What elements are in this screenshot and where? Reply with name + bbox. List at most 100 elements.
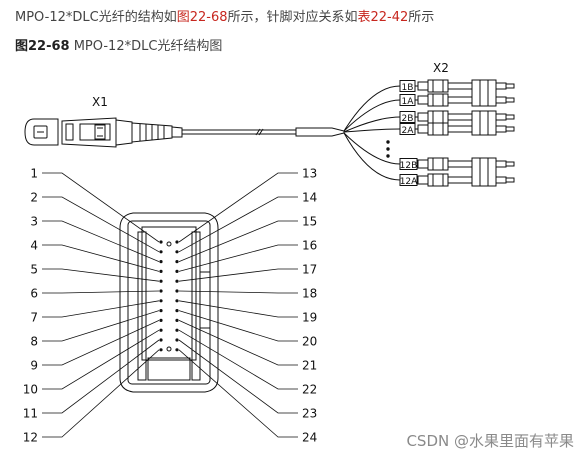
- pin-right-14: 14: [178, 191, 317, 253]
- fiber-tag-2a: 2A: [399, 123, 418, 136]
- pin-label: 14: [302, 191, 317, 205]
- table-link[interactable]: 表22-42: [357, 10, 409, 25]
- pin-dot-left: [159, 328, 163, 332]
- pin-dot-right: [175, 240, 179, 244]
- pin-right-22: 22: [178, 329, 317, 397]
- connector-face: [119, 212, 219, 393]
- pin-left-1: 1: [30, 167, 160, 243]
- pin-dot-left: [159, 309, 163, 313]
- pin-left-8: 8: [30, 310, 160, 349]
- label-x1: X1: [92, 95, 108, 109]
- pin-dot-right: [175, 318, 179, 322]
- fiber-tag-1a: 1A: [399, 94, 418, 107]
- pin-dot-right: [175, 269, 179, 273]
- pin-dot-right: [175, 299, 179, 303]
- pin-label: 6: [30, 287, 38, 301]
- fiber-tag-12b: 12B: [399, 158, 418, 171]
- intro-text-before: MPO-12*DLC光纤的结构如: [15, 10, 177, 25]
- fiber-tag-1b: 1B: [399, 80, 418, 93]
- pin-label: 10: [23, 383, 38, 397]
- intro-text-after: 所示: [408, 10, 435, 25]
- pin-dot-right: [175, 338, 179, 342]
- figure-caption: 图22-68 MPO-12*DLC光纤结构图: [15, 35, 222, 54]
- pin-label: 3: [30, 215, 38, 229]
- fiber-tag-text: 2B: [402, 114, 414, 124]
- pin-dot-left: [159, 348, 163, 352]
- fiber-tag-boxes: 1B 1A 2B 2A 12B 12A: [399, 80, 418, 187]
- intro-text-middle: 所示，针脚对应关系如: [227, 10, 358, 25]
- pin-left-6: 6: [30, 287, 160, 301]
- pin-right-15: 15: [178, 215, 317, 262]
- pin-left-12: 12: [23, 349, 160, 445]
- pin-label: 20: [302, 335, 317, 349]
- figure-link[interactable]: 图22-68: [176, 10, 228, 25]
- pin-label: 22: [302, 383, 317, 397]
- fiber-tag-12a: 12A: [399, 174, 418, 187]
- pin-right-18: 18: [178, 287, 317, 301]
- pin-dot-right: [175, 289, 179, 293]
- intro-paragraph: MPO-12*DLC光纤的结构如图22-68所示，针脚对应关系如表22-42所示: [15, 6, 434, 25]
- pin-dot-right: [175, 328, 179, 332]
- pin-dots: [159, 240, 179, 352]
- pin-label: 8: [30, 335, 38, 349]
- pin-left-5: 5: [30, 263, 160, 282]
- pin-label: 19: [302, 311, 317, 325]
- lc-duplex-pair-1: [417, 79, 515, 107]
- pin-label: 7: [30, 311, 38, 325]
- pin-label: 12: [23, 431, 38, 445]
- pin-left-11: 11: [23, 339, 160, 421]
- pin-label: 11: [23, 407, 38, 421]
- pin-dot-right: [175, 348, 179, 352]
- pin-left-9: 9: [30, 320, 160, 373]
- pin-right-19: 19: [178, 300, 317, 325]
- pin-dot-left: [159, 318, 163, 322]
- pin-left-7: 7: [30, 300, 160, 325]
- fiber-tag-text: 12B: [400, 161, 418, 171]
- pin-label: 24: [302, 431, 317, 445]
- pin-left-3: 3: [30, 215, 160, 262]
- pin-label: 9: [30, 359, 38, 373]
- pin-right-23: 23: [178, 339, 317, 421]
- pin-left-10: 10: [23, 329, 160, 397]
- fiber-tag-text: 2A: [402, 126, 415, 136]
- pin-label: 17: [302, 263, 317, 277]
- pin-dot-right: [175, 309, 179, 313]
- fiber-tag-text: 1A: [402, 97, 415, 107]
- pin-right-16: 16: [178, 239, 317, 272]
- mpo-connector: [24, 117, 183, 148]
- pin-dot-right: [175, 260, 179, 264]
- pin-right-17: 17: [178, 263, 317, 282]
- pin-dot-left: [159, 269, 163, 273]
- pin-label: 4: [30, 239, 38, 253]
- pin-label: 18: [302, 287, 317, 301]
- pin-label: 5: [30, 263, 38, 277]
- pin-label: 15: [302, 215, 317, 229]
- pin-dot-left: [159, 279, 163, 283]
- pin-dot-right: [175, 250, 179, 254]
- figure-number: 图22-68: [15, 39, 70, 54]
- figure-title: MPO-12*DLC光纤结构图: [73, 39, 223, 54]
- pin-dot-left: [159, 240, 163, 244]
- pin-dot-right: [175, 279, 179, 283]
- pin-right-21: 21: [178, 320, 317, 373]
- pin-label: 13: [302, 167, 317, 181]
- pin-label: 16: [302, 239, 317, 253]
- pin-left-4: 4: [30, 239, 160, 272]
- pin-left-2: 2: [30, 191, 160, 253]
- pin-dot-left: [159, 289, 163, 293]
- label-x2: X2: [433, 61, 449, 75]
- pin-label: 2: [30, 191, 38, 205]
- right-pin-leaders: 13 14 15 16 17 18 19 20 21 22 23 24: [178, 167, 317, 445]
- fiber-tag-text: 1B: [402, 83, 414, 93]
- pin-label: 21: [302, 359, 317, 373]
- pin-right-13: 13: [178, 167, 317, 243]
- pin-dot-left: [159, 299, 163, 303]
- watermark: CSDN @水果里面有苹果: [406, 432, 574, 450]
- pin-label: 23: [302, 407, 317, 421]
- lc-duplex-pair-12: [417, 157, 515, 187]
- pin-dot-left: [159, 260, 163, 264]
- fiber-tag-text: 12A: [400, 177, 418, 187]
- pin-right-20: 20: [178, 310, 317, 349]
